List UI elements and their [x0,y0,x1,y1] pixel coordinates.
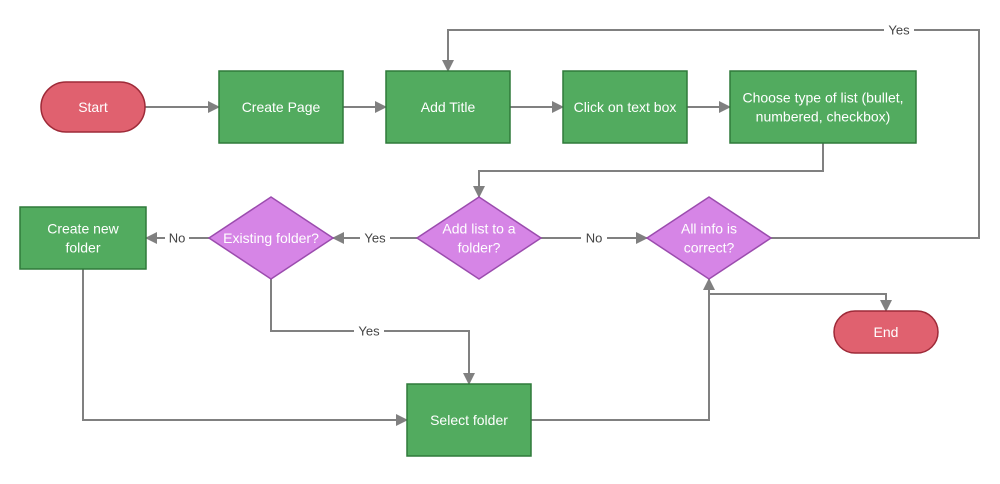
node-label: Create Page [242,99,321,115]
decision-diamond [207,196,335,280]
edge-label: Yes [358,324,380,339]
edge-all-info-correct-to-add-title [442,29,980,239]
node-all-info-correct: All info is correct? [645,196,773,280]
node-add-list-to-folder: Add list to a folder? [415,196,543,280]
edge-label-background [581,229,607,247]
node-label: End [874,324,899,340]
node-choose-list-type: Choose type of list (bullet, numbered, ch… [729,70,917,144]
node-label: folder? [458,240,501,256]
node-label: All info is [681,221,737,237]
process-box [729,70,917,144]
node-label: Select folder [430,412,508,428]
node-label: Choose type of list (bullet, [742,90,903,106]
edge-label: No [586,231,603,246]
decision-diamond [645,196,773,280]
node-label: correct? [684,240,735,256]
edge-choose-list-type-to-add-list-to-folder [473,143,824,198]
edge-label-background [360,229,390,247]
node-label: folder [65,240,100,256]
terminal-pill [833,310,939,354]
node-label: Create new [47,221,119,237]
edge-label: No [169,231,186,246]
decision-diamond [415,196,543,280]
node-end: End [833,310,939,354]
node-click-text-box: Click on text box [562,70,688,144]
edge-label-background [884,21,914,39]
node-label: Add list to a [442,221,515,237]
node-existing-folder: Existing folder? [207,196,335,280]
node-create-page: Create Page [218,70,344,144]
edge-label: Yes [888,23,910,38]
process-box [218,70,344,144]
node-create-new-folder: Create new folder [19,206,147,270]
edge-label: Yes [364,231,386,246]
edge-label-background [354,322,384,340]
node-add-title: Add Title [385,70,511,144]
node-label: Add Title [421,99,476,115]
edge-select-folder-to-all-info-correct [531,278,715,421]
process-box [406,383,532,457]
nodes-layer: Start Create Page Add Title Click on text b… [19,70,939,457]
edge-label-background [165,229,189,247]
node-label: numbered, checkbox) [756,109,891,125]
edge-all-info-correct-to-end [709,293,892,312]
process-box [19,206,147,270]
edge-create-new-folder-to-select-folder [82,269,408,426]
node-label: Existing folder? [223,230,319,246]
node-start: Start [40,81,146,133]
node-label: Click on text box [574,99,677,115]
process-box [562,70,688,144]
process-box [385,70,511,144]
node-select-folder: Select folder [406,383,532,457]
terminal-pill [40,81,146,133]
node-label: Start [78,99,108,115]
